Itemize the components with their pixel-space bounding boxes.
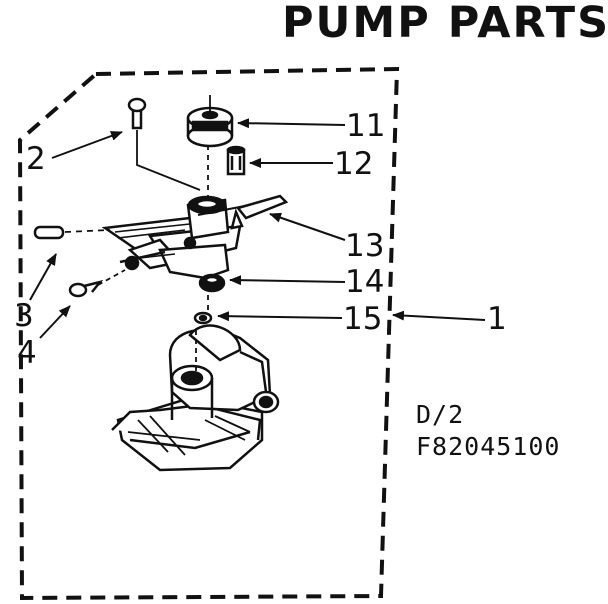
arrow-3 — [29, 253, 57, 301]
callout-4: 4 — [17, 335, 37, 371]
pump-housing — [111, 324, 280, 472]
arrow-4 — [39, 305, 71, 339]
arrow-14 — [229, 275, 346, 286]
arrow-2 — [51, 131, 123, 159]
screw-centerline — [136, 130, 201, 191]
clip-centerline — [97, 269, 126, 286]
part-11-pulley — [186, 95, 234, 148]
part-2-screw — [127, 97, 147, 130]
diagram-code-line-1: D/2 — [416, 400, 465, 429]
bracket-hatch — [114, 223, 191, 259]
callout-15: 15 — [343, 301, 383, 337]
callout-13: 13 — [345, 228, 385, 264]
arrow-11 — [237, 118, 346, 129]
diagram-code-line-2: F82045100 — [416, 432, 561, 461]
callout-3: 3 — [14, 298, 34, 334]
arrow-13 — [269, 212, 346, 241]
part-14-bushing — [198, 273, 226, 293]
part-12-coupling — [226, 145, 246, 176]
part-4-clip — [68, 279, 104, 298]
part-3-pin — [33, 225, 65, 240]
arrow-1 — [392, 310, 486, 321]
pin-centerline — [64, 229, 111, 233]
pump-bracket — [101, 195, 251, 280]
assembly-boundary — [17, 66, 400, 601]
part-15-washer — [193, 311, 213, 325]
callout-1: 1 — [487, 301, 507, 337]
arrow-15 — [217, 311, 343, 322]
leader-arrows — [29, 118, 486, 339]
housing-hatch — [127, 415, 251, 456]
callout-14: 14 — [345, 264, 385, 300]
diagram-title: PUMP PARTS — [282, 0, 608, 48]
callout-12: 12 — [334, 146, 374, 182]
part-13-lever — [230, 194, 289, 230]
callout-11: 11 — [346, 108, 386, 144]
callout-2: 2 — [26, 141, 46, 177]
